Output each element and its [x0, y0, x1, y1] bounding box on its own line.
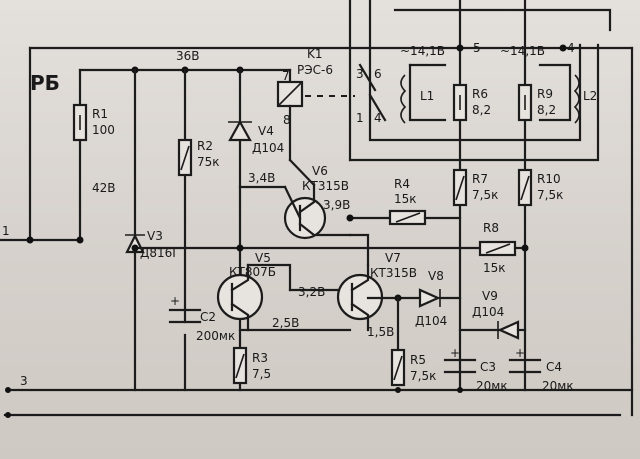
capacitor-c4 [508, 358, 542, 374]
v5-ref-label: V5 [255, 251, 271, 265]
relay-contact4-label: 4 [374, 111, 382, 125]
l2-label: L2 [583, 89, 597, 103]
r8-ref-label: R8 [483, 221, 499, 235]
relay-k1 [276, 63, 387, 162]
resistor-r3 [232, 346, 248, 385]
c2-ref-label: C2 [200, 310, 216, 324]
winding-area [400, 44, 580, 124]
r7-ref-label: R7 [472, 172, 488, 186]
c2-value-label: 200мк [196, 329, 235, 343]
voltage-15-label: 1,5В [367, 325, 394, 339]
r3-ref-label: R3 [252, 351, 268, 365]
transistor-v7 [238, 233, 384, 332]
terminal-1-label: 1 [2, 224, 10, 238]
resistor-r10 [517, 168, 533, 207]
v9-ref-label: V9 [482, 289, 498, 303]
resistor-r7 [452, 168, 468, 207]
l1-label: L1 [420, 89, 434, 103]
base-line [131, 244, 482, 252]
v8-type-label: Д104 [415, 314, 447, 328]
c3-ref-label: C3 [480, 360, 496, 374]
supply-voltage-label: 36В [176, 49, 200, 63]
relay-contact3-label: 3 [356, 67, 364, 81]
resistor-r1 [72, 103, 88, 142]
relay-type-label: РЭС-6 [297, 63, 333, 77]
v9-type-label: Д104 [472, 305, 504, 319]
c4-ref-label: C4 [546, 360, 562, 374]
r1-value-label: 100 [92, 123, 115, 137]
voltage-32-label: 3,2В [298, 285, 325, 299]
relay-ref-label: K1 [307, 47, 323, 61]
relay-pin7-label: 7 [282, 69, 290, 83]
c4-plus-label: + [515, 346, 525, 360]
r10-ref-label: R10 [537, 172, 561, 186]
resistor-r8 [478, 240, 529, 257]
input-line [0, 236, 84, 244]
v7-type-label: КТ315В [370, 266, 417, 280]
relay-pin8-label: 8 [283, 113, 291, 127]
r3-value-label: 7,5 [252, 367, 271, 381]
r9-value-label: 8,2 [537, 103, 556, 117]
diode-v4 [228, 119, 252, 142]
c3-plus-label: + [450, 346, 460, 360]
voltage-25-label: 2,5В [272, 316, 299, 330]
r8-value-label: 15к [483, 261, 506, 275]
terminal-5-label: 5 [473, 41, 481, 55]
r7-value-label: 7,5к [472, 188, 498, 202]
r2-ref-label: R2 [197, 139, 213, 153]
resistor-r9 [517, 83, 533, 122]
transistor-v6 [238, 158, 352, 240]
v6-ref-label: V6 [312, 164, 328, 178]
r6-ref-label: R6 [472, 87, 488, 101]
tap-left-label: ~14,1В [400, 44, 445, 58]
voltage-42-label: 42В [92, 181, 116, 195]
supply-rail [78, 66, 292, 392]
v4-ref-label: V4 [258, 124, 274, 138]
v7-ref-label: V7 [385, 251, 401, 265]
resistor-r5 [390, 296, 406, 387]
diode-v9 [458, 320, 527, 340]
capacitor-c3 [443, 358, 477, 374]
c4-value-label: 20мк [542, 379, 574, 393]
r1-ref-label: R1 [92, 107, 108, 121]
relay-contact1-label: 1 [356, 111, 364, 125]
terminal-3-label: 3 [20, 374, 28, 388]
r4-ref-label: R4 [394, 177, 410, 191]
voltage-39-label: 3,9В [323, 198, 350, 212]
r2-value-label: 75к [197, 155, 220, 169]
resistor-r2 [177, 138, 193, 177]
bottom-terminals [5, 387, 463, 418]
r4-value-label: 15к [394, 192, 417, 206]
resistor-r6 [452, 83, 468, 122]
v6-type-label: КТ315В [302, 179, 349, 193]
v5-type-label: КТ807Б [229, 265, 276, 279]
relay-contact6-label: 6 [374, 67, 382, 81]
r6-value-label: 8,2 [472, 103, 491, 117]
v8-ref-label: V8 [428, 269, 444, 283]
r9-ref-label: R9 [537, 87, 553, 101]
v4-type-label: Д104 [252, 141, 284, 155]
diode-v8 [366, 288, 462, 308]
c2-plus-label: + [170, 294, 180, 308]
block-name-label: РБ [30, 71, 60, 95]
r10-value-label: 7,5к [537, 188, 563, 202]
v3-type-label: Д816Г [140, 246, 180, 260]
v3-ref-label: V3 [147, 229, 163, 243]
r5-value-label: 7,5к [410, 369, 436, 383]
capacitor-c2 [168, 308, 202, 324]
c3-value-label: 20мк [476, 379, 508, 393]
r5-ref-label: R5 [410, 353, 426, 367]
resistor-r4 [346, 209, 462, 226]
terminal-4-label: 4 [567, 41, 575, 55]
voltage-34-label: 3,4В [248, 171, 275, 185]
frame-lines [3, 0, 634, 417]
tap-right-label: ~14,1В [500, 44, 545, 58]
